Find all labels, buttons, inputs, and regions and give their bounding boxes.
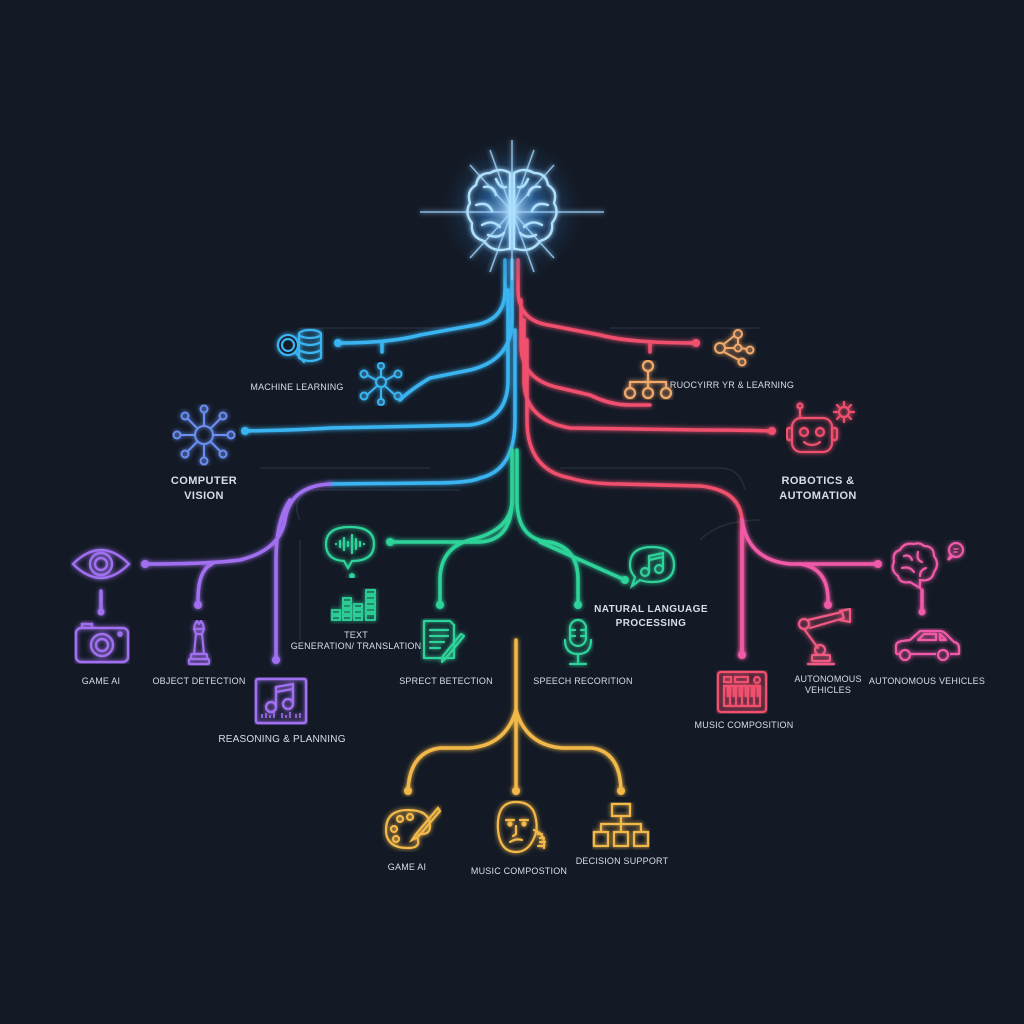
label-music-composition-right: MUSIC COMPOSITION [694, 720, 794, 730]
label-line: VEHICLES [804, 684, 852, 695]
hierarchy-nodes-icon [623, 360, 673, 400]
label-line: GENERATION/ TRANSLATION [290, 640, 422, 651]
speech-waveform-icon [324, 525, 376, 578]
label-line: PROCESSING [615, 617, 687, 629]
equalizer-bars-icon [331, 589, 376, 621]
label-game-ai-bottom: GAME AI [387, 862, 427, 872]
label-text-generation: TEXT GENERATION/ TRANSLATION [291, 630, 422, 652]
music-bubble-icon [628, 545, 676, 589]
camera-icon [74, 622, 130, 664]
label-object-detection: OBJECT DETECTION [152, 676, 246, 686]
robot-arm-icon [797, 608, 852, 666]
label-natural-language-processing: NATURAL LANGUAGE PROCESSING [594, 603, 708, 630]
network-hub-icon [359, 362, 403, 406]
microphone-icon [563, 618, 593, 666]
label-reinforcement-learning: RUOCYIRR YR & LEARNING [669, 380, 795, 390]
org-chart-icon [592, 802, 650, 848]
label-line: VISION [184, 489, 224, 502]
node-graph-icon [714, 329, 755, 367]
label-line: TEXT [344, 630, 368, 640]
face-profile-icon [496, 800, 547, 854]
label-line: COMPUTER [170, 475, 238, 487]
label-line: AUTONOMOUS [794, 674, 862, 684]
label-reasoning-planning: REASONING & PLANNING [218, 734, 346, 745]
brain-thought-icon [891, 541, 965, 590]
label-line: NATURAL LANGUAGE [594, 604, 708, 615]
label-decision-support: DECISION SUPPORT [575, 856, 669, 866]
label-autonomous-vehicles-mid: AUTONOMOUS VEHICLES [794, 674, 861, 696]
paint-palette-icon [384, 806, 442, 850]
synthesizer-keyboard-icon [716, 670, 768, 714]
label-line: ROBOTICS & [781, 475, 855, 487]
label-computer-vision: COMPUTER VISION [171, 474, 237, 504]
label-robotics-automation: ROBOTICS & AUTOMATION [779, 474, 857, 504]
glowing-brain-icon [466, 168, 558, 252]
robot-gear-icon [786, 400, 856, 454]
label-speech-recognition: SPEECH RECORITION [533, 676, 633, 686]
music-frame-icon [254, 677, 308, 725]
label-autonomous-vehicles-right: AUTONOMOUS VEHICLES [868, 676, 986, 686]
label-machine-learning: MACHINE LEARNING [250, 382, 344, 392]
label-speech-detection: SPRECT BETECTION [399, 676, 493, 686]
car-icon [894, 629, 961, 662]
label-music-composition-bottom: MUSIC COMPOSTION [470, 866, 568, 876]
eye-icon [71, 548, 131, 580]
network-star-icon [172, 404, 236, 466]
chess-piece-icon [187, 620, 211, 666]
label-line: AUTOMATION [779, 489, 857, 502]
label-game-ai-left: GAME AI [81, 676, 121, 686]
magnifier-database-icon [276, 328, 323, 364]
document-pen-icon [422, 619, 466, 664]
